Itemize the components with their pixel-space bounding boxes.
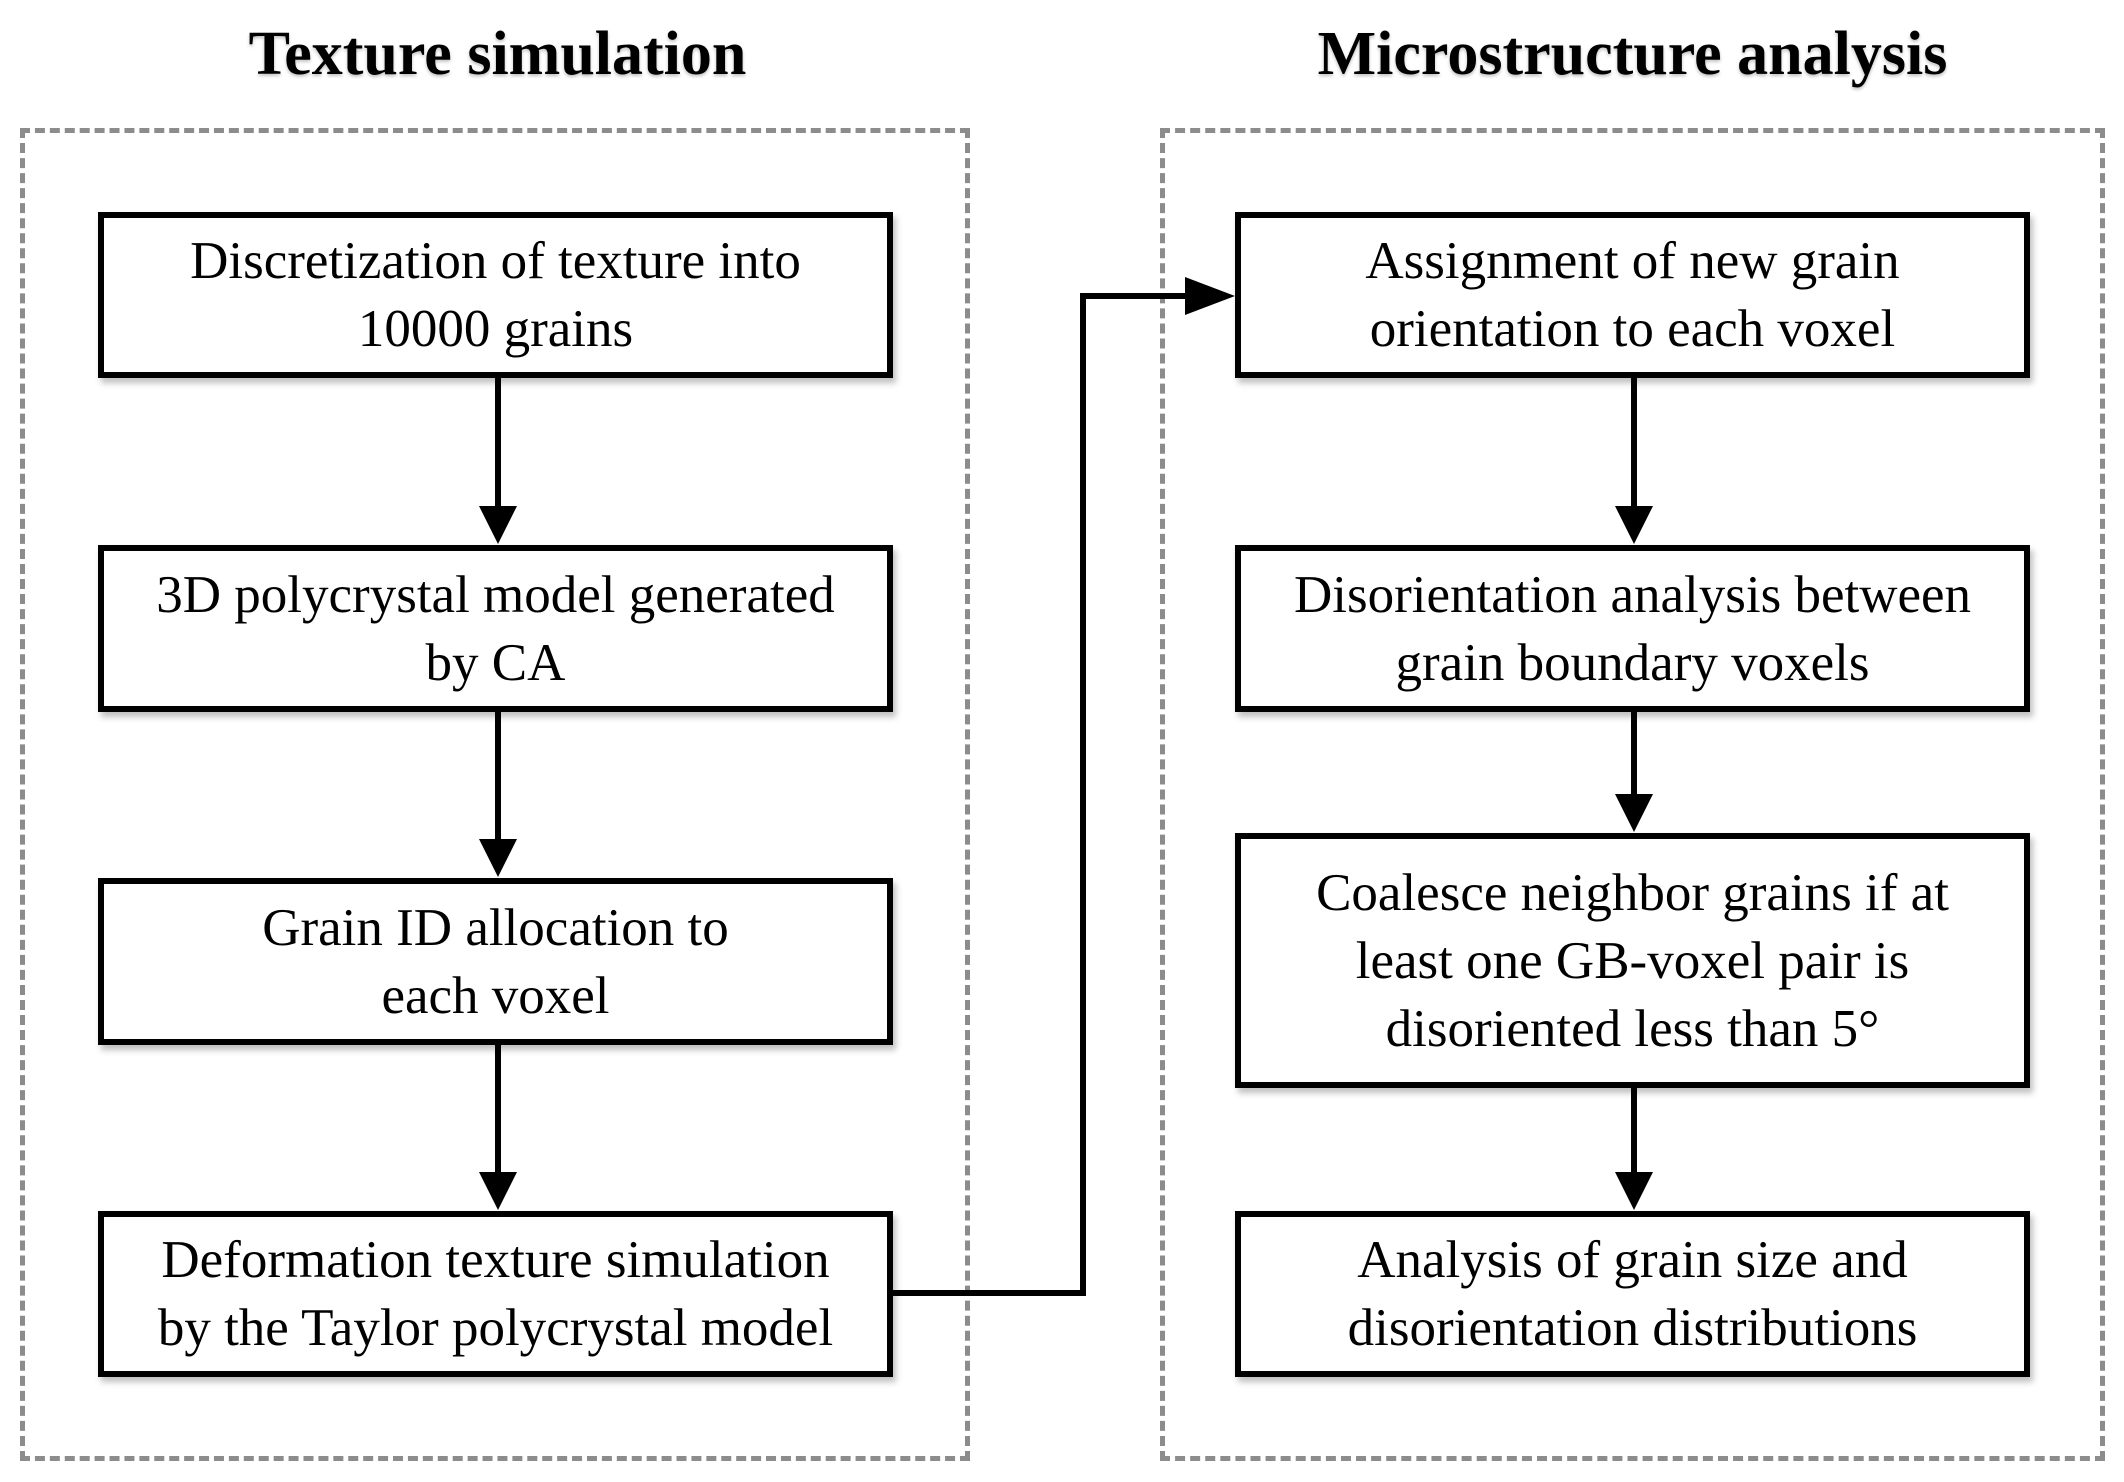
arrowhead-left-2 — [479, 839, 517, 877]
step-deformation-texture: Deformation texture simulation by the Ta… — [98, 1211, 893, 1377]
arrowhead-right-1 — [1615, 506, 1653, 544]
step-distribution-analysis-text: Analysis of grain size and disorientatio… — [1347, 1231, 1918, 1357]
step-grain-id-allocation-text: Grain ID allocation to each voxel — [262, 898, 729, 1025]
arrowhead-left-1 — [479, 506, 517, 544]
texture-simulation-title: Texture simulation — [248, 20, 747, 88]
step-coalesce-grains-text: Coalesce neighbor grains if at least one… — [1316, 863, 1949, 1058]
step-disorientation-analysis-text: Disorientation analysis between grain bo… — [1293, 565, 1972, 692]
step-polycrystal-model-text: 3D polycrystal model generated by CA — [156, 565, 835, 692]
step-coalesce-grains: Coalesce neighbor grains if at least one… — [1235, 833, 2030, 1088]
step-discretization: Discretization of texture into 10000 gra… — [98, 212, 893, 378]
step-distribution-analysis: Analysis of grain size and disorientatio… — [1235, 1211, 2030, 1377]
microstructure-analysis-panel — [1160, 128, 2105, 1461]
microstructure-analysis-title: Microstructure analysis — [1317, 20, 1948, 88]
step-disorientation-analysis: Disorientation analysis between grain bo… — [1235, 545, 2030, 712]
step-polycrystal-model: 3D polycrystal model generated by CA — [98, 545, 893, 712]
cross-panel-connector — [893, 293, 1190, 1296]
step-deformation-texture-text: Deformation texture simulation by the Ta… — [157, 1231, 834, 1357]
texture-simulation-panel — [20, 128, 970, 1461]
step-orientation-assignment: Assignment of new grain orientation to e… — [1235, 212, 2030, 378]
arrowhead-right-2 — [1615, 794, 1653, 832]
arrowhead-left-3 — [479, 1172, 517, 1210]
step-discretization-text: Discretization of texture into 10000 gra… — [190, 232, 801, 358]
step-orientation-assignment-text: Assignment of new grain orientation to e… — [1365, 232, 1900, 358]
arrowhead-cross-panel — [1185, 277, 1235, 315]
step-grain-id-allocation: Grain ID allocation to each voxel — [98, 878, 893, 1045]
arrowhead-right-3 — [1615, 1172, 1653, 1210]
